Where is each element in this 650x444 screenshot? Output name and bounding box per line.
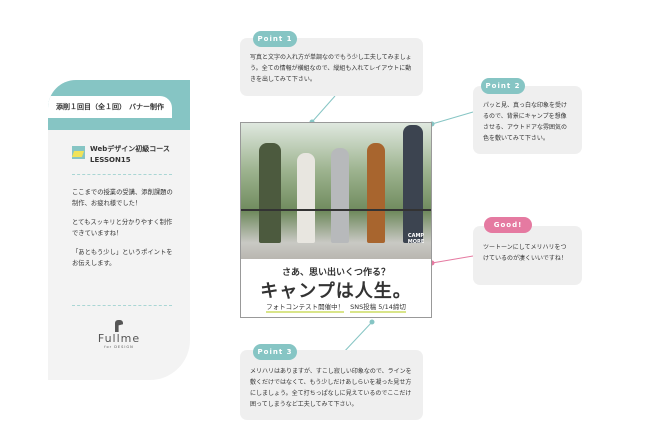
comment-text: パッと見、真っ白な印象を受けるので、背景にキャンプを想像させる、アウトドアな雰囲… — [483, 102, 568, 142]
banner-contest: フォトコンテスト開催中！ — [266, 303, 345, 313]
tab-assignment: バナー制作 — [129, 103, 164, 111]
point-3-badge: Point 3 — [253, 344, 297, 360]
banner-catch: さあ、思い出いくつ作る？ — [281, 268, 390, 278]
course-info: Webデザイン初級コース LESSON15 — [90, 144, 170, 166]
tab-round: 添削１回目（全１回） — [56, 103, 126, 111]
logo-sub: for DESIGN — [104, 345, 134, 349]
lesson-panel: 添削１回目（全１回） バナー制作 Webデザイン初級コース LESSON15 こ… — [48, 80, 190, 380]
camp-more-logo: CAMP MORE — [407, 233, 425, 245]
comment-point-1: 写真と文字の入れ方が単調なのでもう少し工夫してみましょう。全ての情報が横組なので… — [240, 38, 423, 96]
banner-headline: キャンプは人生。 — [260, 281, 412, 302]
logo-name: Fullme — [97, 332, 141, 345]
good-badge: Good! — [484, 217, 532, 233]
message: ここまでの授業の受講、添削課題の制作、お疲れ様でした！ とてもスッキリと分かりや… — [72, 187, 176, 277]
message-paragraph: とてもスッキリと分かりやすく制作できていますね！ — [72, 219, 173, 237]
banner-deadline: SNS投稿 5/14締切 — [350, 303, 406, 313]
logo-mark-icon — [115, 320, 123, 332]
point-2-badge: Point 2 — [481, 78, 525, 94]
course-icon — [72, 146, 85, 159]
banner-design: CAMP MORE さあ、思い出いくつ作る？ キャンプは人生。 フォトコンテスト… — [240, 122, 432, 318]
lesson-tab[interactable]: 添削１回目（全１回） バナー制作 — [48, 96, 172, 118]
point-1-badge: Point 1 — [253, 31, 297, 47]
fullme-logo: Fullme for DESIGN — [48, 320, 190, 349]
divider — [72, 174, 172, 175]
course-lesson: LESSON15 — [90, 156, 131, 164]
comment-point-2: パッと見、真っ白な印象を受けるので、背景にキャンプを想像させる、アウトドアな雰囲… — [473, 86, 582, 154]
comment-text: ツートーンにしてメリハリをつけているのが凄くいいですね！ — [483, 244, 567, 262]
comment-text: メリハリはありますが、すこし寂しい印象なので、ラインを敷くだけではなくて、もう少… — [250, 368, 412, 408]
camp-photo: CAMP MORE — [241, 123, 431, 259]
comment-good: ツートーンにしてメリハリをつけているのが凄くいいですね！ — [473, 226, 582, 285]
banner-subline: フォトコンテスト開催中！ SNS投稿 5/14締切 — [241, 301, 431, 313]
comment-point-3: メリハリはありますが、すこし寂しい印象なので、ラインを敷くだけではなくて、もう少… — [240, 350, 423, 420]
course-title: Webデザイン初級コース — [90, 145, 170, 153]
message-paragraph: ここまでの授業の受講、添削課題の制作、お疲れ様でした！ — [72, 189, 173, 207]
comment-text: 写真と文字の入れ方が単調なのでもう少し工夫してみましょう。全ての情報が横組なので… — [250, 54, 412, 83]
divider — [72, 305, 172, 306]
message-paragraph: 「あともう少し」というポイントをお伝えします。 — [72, 249, 173, 267]
